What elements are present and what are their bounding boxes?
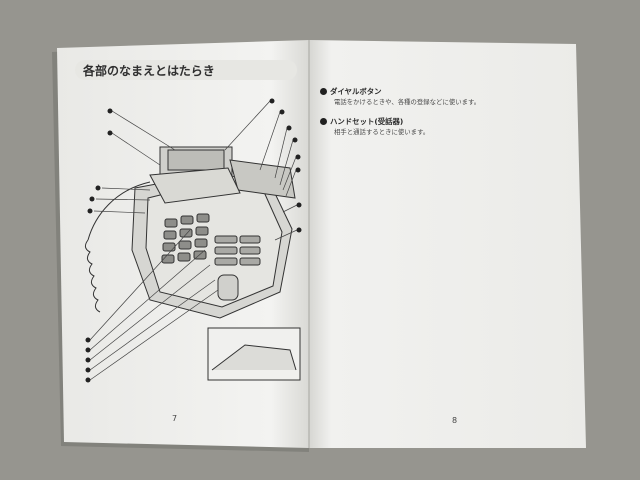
left-page (57, 44, 309, 449)
section-title-banner: 各部のなまえとはたらき (75, 60, 297, 80)
list-item: ハンドセット(受話器) 相手と通話するときに使います。 (320, 116, 565, 136)
telephone-illustration (84, 146, 301, 381)
page-number-left: 7 (172, 414, 178, 423)
callout-leaders (89, 100, 298, 381)
section-title: 各部のなまえとはたらき (83, 64, 215, 78)
bullet-icon (320, 118, 327, 125)
bullet-icon (320, 88, 327, 95)
list-item: ダイヤルボタン 電話をかけるときや、各種の登録などに使います。 (320, 86, 565, 106)
page-number-right: 8 (452, 416, 458, 425)
callout-dots (85, 98, 302, 383)
